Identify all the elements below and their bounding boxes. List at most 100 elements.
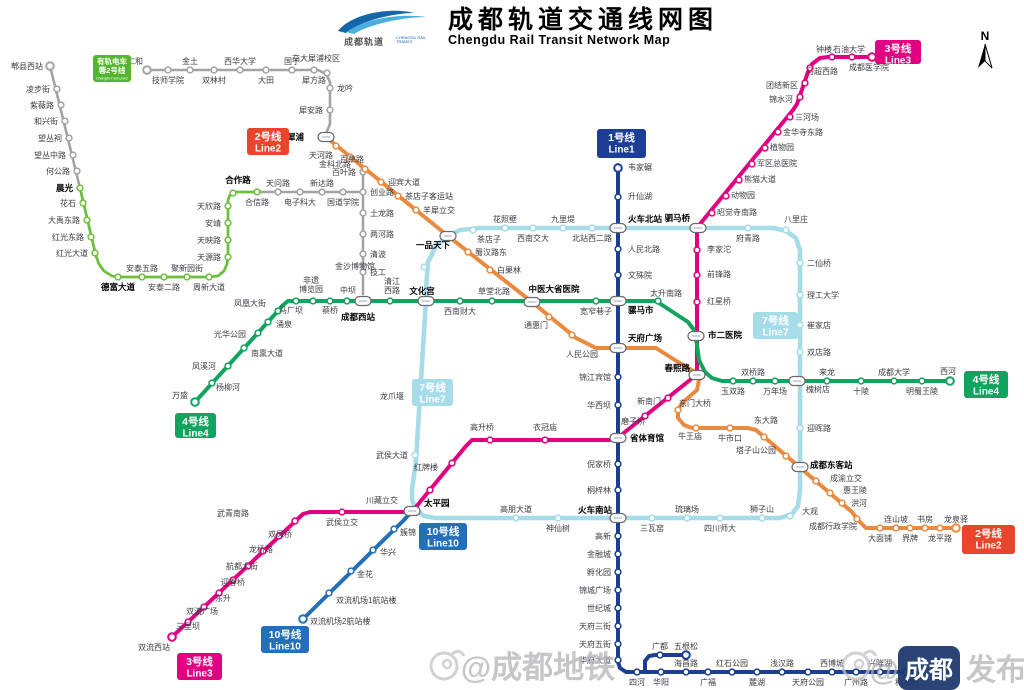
watermark-text: 成都 [905,657,953,684]
station-dot [716,514,724,522]
watermark-text: 发布 [965,654,1024,687]
station-dot [693,271,701,279]
station-dot [614,460,622,468]
station-dot [592,297,600,305]
station-dot [236,66,244,74]
station-dot [782,226,790,234]
station-label: 创业路 [370,187,394,197]
station-dot [828,668,836,676]
station-label: 凤凰大街 [234,298,266,308]
station-label: 西河 [940,366,956,376]
station-label: 宽窄巷子 [580,306,612,316]
station-label: 两河路 [370,229,394,239]
station-label: 望丛中路 [34,150,66,160]
station-label: 太平园 [423,498,450,508]
station-label: 东升 [215,593,231,603]
station-label: 金科北路 [319,159,351,169]
station-dot [486,266,494,274]
station-dot [614,193,622,201]
station-label: 龙平路 [928,533,952,543]
station-label: 锦水河 [769,94,793,104]
station-label: 槐树店 [806,384,830,394]
station-dot [801,79,809,87]
station-dot [87,233,95,241]
station-label: 花照壁 [493,214,517,224]
station-dot [65,134,73,142]
station-label: 中医大省医院 [528,284,580,294]
station-label: 倪家桥 [587,459,611,469]
station-dot [664,394,672,402]
station-label: 北站西二路 [572,233,612,243]
station-label: 高升桥 [470,422,494,432]
station-label: 成都东客站 [810,460,853,470]
station-dot [588,224,596,232]
station-label: 龙爪堰 [380,391,404,401]
station-dot [614,401,622,409]
station-label: 韦家碾 [628,162,652,172]
station-label: 狮子山 [750,504,774,514]
station-dot [369,546,377,554]
station-dot [729,377,737,385]
page-title: 成都轨道交通线网图 Chengdu Rail Transit Network M… [448,7,718,47]
station-dot [823,377,831,385]
station-label: 三河场 [795,112,819,122]
station-dot [708,209,716,217]
station-dot [361,165,369,173]
station-label: 文化宫 [409,286,435,296]
station-label: 界牌 [902,533,918,543]
station-dot [857,377,865,385]
station-label: 东门大桥 [679,398,711,408]
station-label: 兴隆湖 [868,658,892,668]
station-label: 广都 [652,641,668,651]
station-dot [332,142,340,150]
compass-label: N [981,29,990,43]
station-label: 航都大街 [226,561,258,571]
station-label: 天河路 [309,150,333,160]
station-label: 大田 [258,75,274,85]
station-label: 犀安路 [299,105,323,115]
station-label: 中坝 [340,285,356,295]
station-label: 簇锦 [400,527,416,537]
station-dot [614,245,622,253]
station-label: 玉双路 [721,386,745,396]
station-dot [318,188,326,196]
station-label: 成都行政学院 [809,521,857,531]
line-badge-en: Line1 [608,145,635,156]
station-dot [224,202,232,210]
station-dot [692,424,700,432]
station-dot [648,514,656,522]
line-badge-en: Line2 [255,144,282,155]
station-label: 武侯立交 [326,517,358,527]
station-dot [804,668,812,676]
station-label: 清波 [370,249,386,259]
station-label: 府青路 [736,233,760,243]
station-dot [945,376,955,386]
station-label: 迎晖路 [807,423,831,433]
station-dot [796,348,804,356]
station-label: 人民北路 [628,244,660,254]
line-path-line1 [616,163,917,674]
compass-needle [984,43,993,69]
station-dot [796,424,804,432]
line-path-line1b [643,653,688,674]
station-label: 太升南路 [650,288,682,298]
station-dot [771,377,779,385]
station-dot [205,273,213,281]
station-label: 迎春桥 [221,577,245,587]
station-label: 高朋大道 [500,504,532,514]
station-dot [683,514,691,522]
station-label: 李家沱 [707,244,731,254]
line-badge [175,413,216,438]
line-badge-zh: 4号线 [182,415,209,428]
station-dot [488,297,496,305]
line-badge-en: Line3 [885,56,912,67]
station-label: 市二医院 [708,330,743,340]
station-dot [377,178,385,186]
station-label: 八里庄 [784,214,808,224]
station-dot [164,66,172,74]
station-dot [390,525,398,533]
station-dot [394,192,402,200]
brand-logo-en: CHENGDU RAIL TRANSIT [396,35,427,44]
